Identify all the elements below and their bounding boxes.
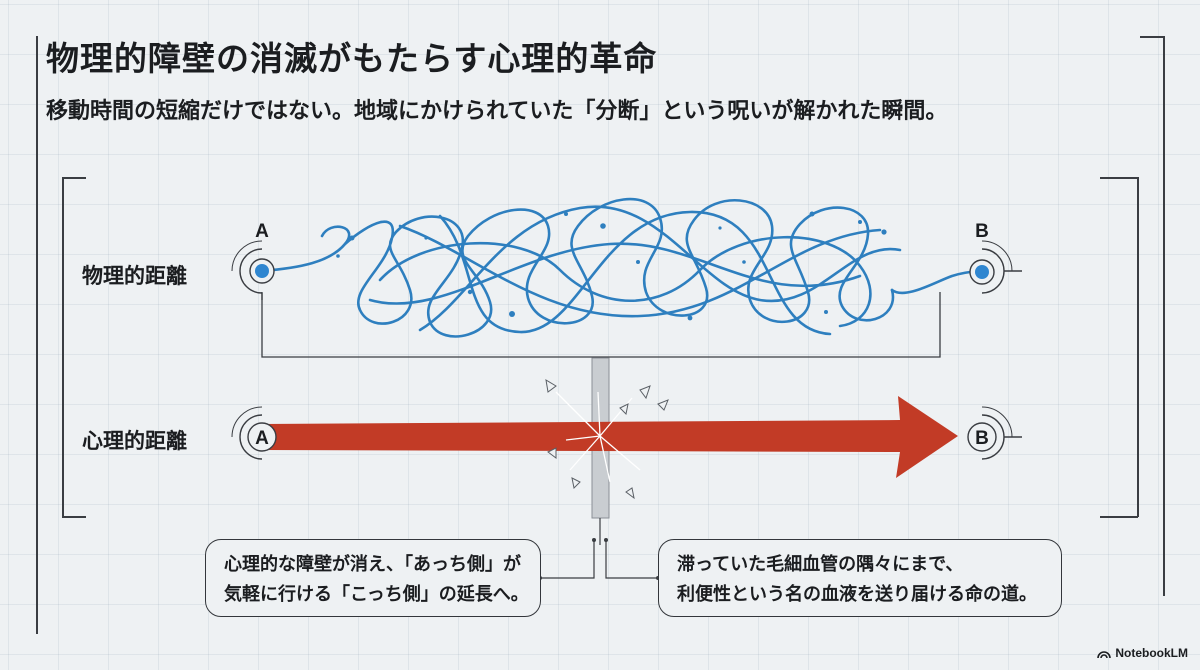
callout-right: 滞っていた毛細血管の隅々にまで、 利便性という名の血液を送り届ける命の道。 — [658, 539, 1062, 617]
brand-logo: NotebookLM — [1097, 646, 1188, 660]
psychological-node-b-label: B — [975, 428, 989, 449]
bracket-right-bottom — [1100, 516, 1138, 518]
brand-name: NotebookLM — [1115, 646, 1188, 660]
callout-left-line-1: 心理的な障壁が消え、「あっち側」が — [224, 554, 521, 575]
page-title: 物理的障壁の消滅がもたらす心理的革命 — [46, 39, 658, 78]
callout-right-line-2: 利便性という名の血液を送り届ける命の道。 — [677, 584, 1037, 605]
frame-left-top-line — [36, 36, 38, 634]
bracket-left-v — [62, 177, 64, 517]
physical-node-a-dot — [255, 264, 269, 278]
callout-right-connector — [605, 540, 658, 579]
bracket-right-v — [1137, 177, 1139, 517]
glass-shards — [545, 379, 669, 500]
tangled-route — [260, 197, 984, 338]
psychological-distance-label: 心理的距離 — [82, 429, 187, 453]
ink-splatter — [336, 211, 887, 321]
bracket-left-bottom — [62, 516, 86, 518]
frame-right-line — [1163, 36, 1165, 596]
physical-distance-label: 物理的距離 — [82, 264, 187, 288]
callout-right-line-1: 滞っていた毛細血管の隅々にまで、 — [677, 554, 964, 575]
callout-left: 心理的な障壁が消え、「あっち側」が 気軽に行ける「こっち側」の延長へ。 — [205, 539, 541, 617]
page-subtitle: 移動時間の短縮だけではない。地域にかけられていた「分断」という呪いが解かれた瞬間… — [46, 99, 948, 124]
psychological-node-b — [967, 406, 1022, 460]
bracket-left-top — [62, 177, 86, 179]
physical-node-b-dot — [975, 265, 989, 279]
notebooklm-icon — [1097, 650, 1112, 658]
psychological-node-a-label: A — [255, 428, 269, 449]
frame-right-top-tick — [1140, 36, 1164, 38]
physical-node-a — [231, 240, 275, 294]
psychological-arrow — [262, 396, 958, 478]
psychological-node-a — [231, 406, 277, 460]
physical-connector-line — [261, 292, 941, 358]
callout-left-connector — [540, 540, 595, 579]
barrier-shatter — [555, 391, 641, 483]
physical-node-a-label: A — [255, 221, 269, 242]
physical-node-b-label: B — [975, 221, 989, 242]
callout-left-line-2: 気軽に行ける「こっち側」の延長へ。 — [224, 584, 529, 605]
bracket-right-top — [1100, 177, 1138, 179]
